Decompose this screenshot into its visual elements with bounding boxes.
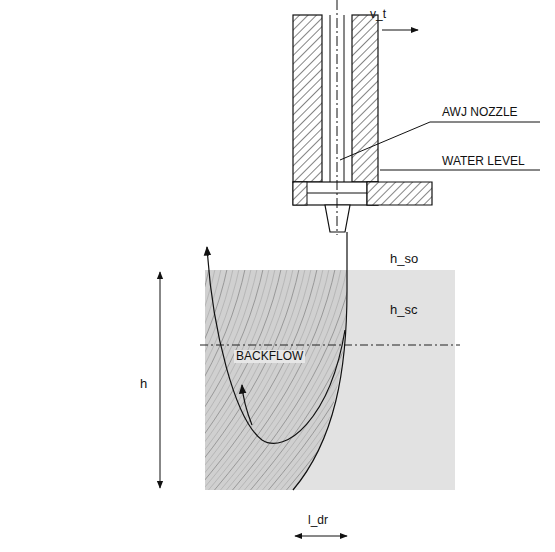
nozzle-wall [352,15,378,182]
feed-label: v_t [368,8,388,21]
backflow-arrow [242,385,252,425]
striations [80,265,444,500]
striation [110,265,240,500]
striation [104,265,234,500]
striation [272,265,402,500]
nozzle-wall [293,15,322,182]
striation [284,265,414,500]
bore-line [344,15,345,182]
backflow-arrow [207,247,345,443]
striation [80,265,210,500]
striation [308,265,438,500]
center-line [337,0,338,235]
striation [98,265,228,500]
dimension-label: h [138,377,149,391]
striation [128,265,258,500]
striation [290,265,420,500]
striation [260,265,390,500]
striation [122,265,252,500]
striation [86,265,216,500]
dimension-label: h_so [388,252,420,266]
striation [254,265,384,500]
flow-label: BACKFLOW [234,350,305,363]
striation [116,265,246,500]
part-name: AWJ NOZZLE [440,106,520,119]
water-level-plate [367,182,432,205]
bore-line [330,15,331,182]
striation [134,265,264,500]
dimension-line [295,536,347,537]
workpiece [205,270,455,490]
striation [92,265,222,500]
dimension-line [160,272,161,488]
nozzle-wall [293,182,307,205]
striation [296,265,426,500]
striation [302,265,432,500]
mixing-chamber [293,182,378,205]
striation [248,265,378,500]
dimension-label: l_dr [306,514,330,527]
leader-line [380,170,540,171]
feed-arrow [382,30,418,31]
striation [278,265,408,500]
reference-line [200,345,460,346]
part-name: WATER LEVEL [440,155,527,168]
dimension-label: h_sc [388,303,419,317]
striation [314,265,444,500]
